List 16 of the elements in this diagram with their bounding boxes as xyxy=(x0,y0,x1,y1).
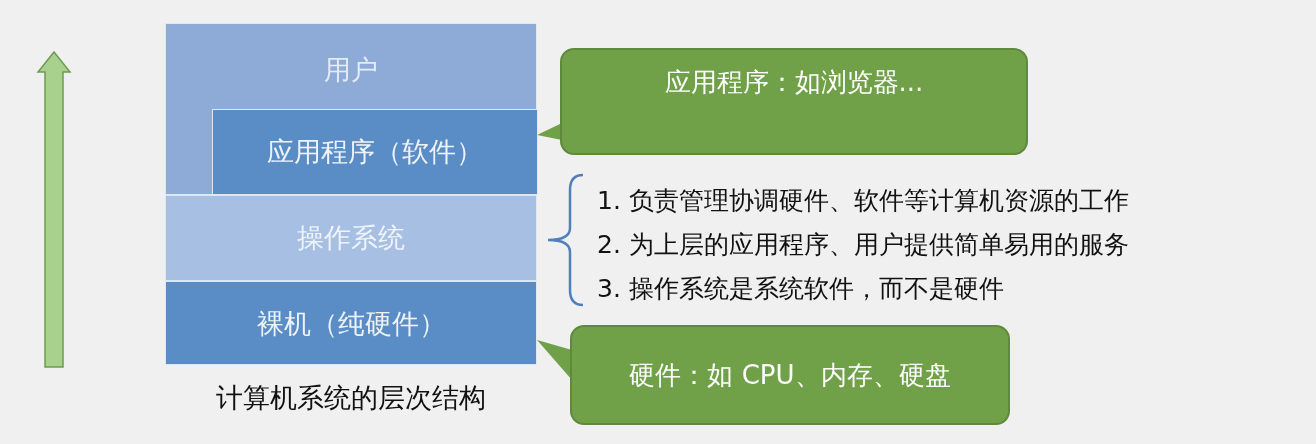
layer-box xyxy=(165,195,537,281)
node-text: 硬件：如 CPU、内存、硬盘 xyxy=(628,359,952,392)
node-text: 操作系统 xyxy=(296,221,406,255)
node-text: 应用程序：如浏览器... xyxy=(663,66,925,99)
caption: 计算机系统的层次结构 xyxy=(215,381,487,415)
layer-box xyxy=(165,281,537,365)
node-text: 裸机（纯硬件） xyxy=(255,307,447,341)
node-text: 应用程序（软件） xyxy=(266,135,484,169)
layer-box xyxy=(165,23,537,195)
layer-box xyxy=(212,109,538,195)
list-item: 3. 操作系统是系统软件，而不是硬件 xyxy=(597,273,1004,305)
callout-bubble xyxy=(560,48,1028,155)
list-item: 2. 为上层的应用程序、用户提供简单易用的服务 xyxy=(597,229,1129,261)
list-item: 1. 负责管理协调硬件、软件等计算机资源的工作 xyxy=(597,185,1129,217)
node-text: 用户 xyxy=(323,53,379,87)
callout-bubble xyxy=(570,325,1010,425)
